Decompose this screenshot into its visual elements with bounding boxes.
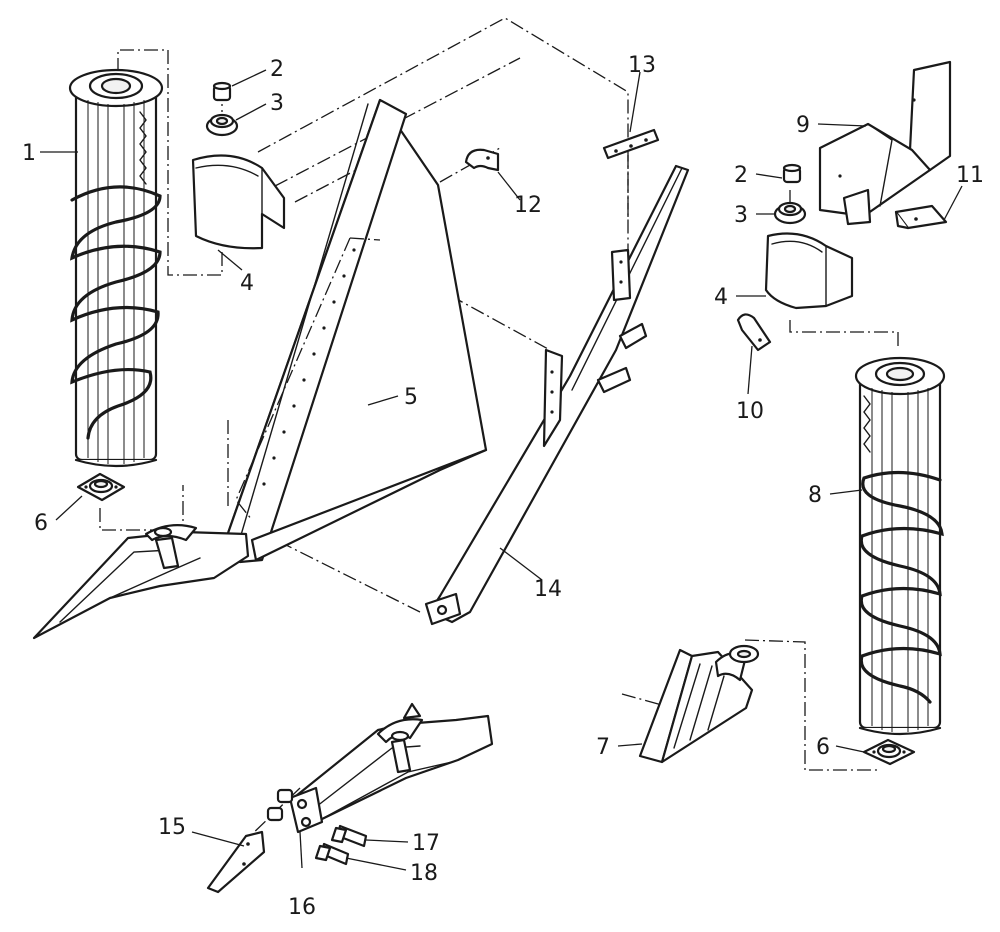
callout-17: 17 bbox=[412, 831, 440, 856]
flange-bearing-left bbox=[76, 472, 126, 502]
snout-7 bbox=[638, 644, 760, 764]
strip-13 bbox=[602, 128, 660, 160]
callout-7: 7 bbox=[596, 735, 610, 760]
leader-lines bbox=[40, 69, 963, 871]
callout-13: 13 bbox=[628, 53, 656, 78]
nut-left bbox=[212, 81, 232, 102]
support-frame bbox=[424, 164, 690, 626]
shield-left bbox=[191, 154, 286, 250]
snout-point-left bbox=[32, 523, 250, 640]
callout-2-right: 2 bbox=[734, 163, 748, 188]
flange-bearing-right bbox=[862, 738, 916, 766]
nuts-16 bbox=[266, 788, 294, 822]
assembly-lines bbox=[99, 17, 899, 841]
auger-roll-left bbox=[68, 68, 164, 468]
callout-4-right: 4 bbox=[714, 285, 728, 310]
callout-6-left: 6 bbox=[34, 511, 48, 536]
callout-8: 8 bbox=[808, 483, 822, 508]
callout-11: 11 bbox=[956, 163, 984, 188]
bearing-right bbox=[773, 201, 807, 225]
clip-12 bbox=[464, 148, 500, 172]
callout-5: 5 bbox=[404, 385, 418, 410]
bracket-9 bbox=[818, 60, 952, 226]
callout-labels: 1 2 3 4 5 6 13 12 14 9 2 3 11 4 10 8 6 7… bbox=[22, 53, 984, 920]
auger-roll-right bbox=[854, 356, 946, 736]
callout-18: 18 bbox=[410, 861, 438, 886]
bracket-11 bbox=[894, 204, 948, 230]
callout-16: 16 bbox=[288, 895, 316, 920]
callout-14: 14 bbox=[534, 577, 562, 602]
callout-3-left: 3 bbox=[270, 91, 284, 116]
point-15 bbox=[206, 830, 266, 894]
callout-15: 15 bbox=[158, 815, 186, 840]
callout-12: 12 bbox=[514, 193, 542, 218]
bolt-17 bbox=[330, 824, 368, 848]
callout-6-right: 6 bbox=[816, 735, 830, 760]
snout-assembly-bottom bbox=[294, 702, 494, 830]
callout-4-left: 4 bbox=[240, 271, 254, 296]
bolt-18 bbox=[314, 842, 350, 866]
callout-1: 1 bbox=[22, 141, 36, 166]
callout-9: 9 bbox=[796, 113, 810, 138]
callout-10: 10 bbox=[736, 399, 764, 424]
nut-right bbox=[782, 163, 802, 184]
bearing-left bbox=[205, 113, 239, 137]
divider-frame bbox=[218, 98, 488, 564]
shield-right bbox=[764, 232, 854, 310]
clip-10 bbox=[736, 313, 772, 352]
callout-2-left: 2 bbox=[270, 57, 284, 82]
shoe-16 bbox=[288, 786, 324, 834]
callout-3-right: 3 bbox=[734, 203, 748, 228]
